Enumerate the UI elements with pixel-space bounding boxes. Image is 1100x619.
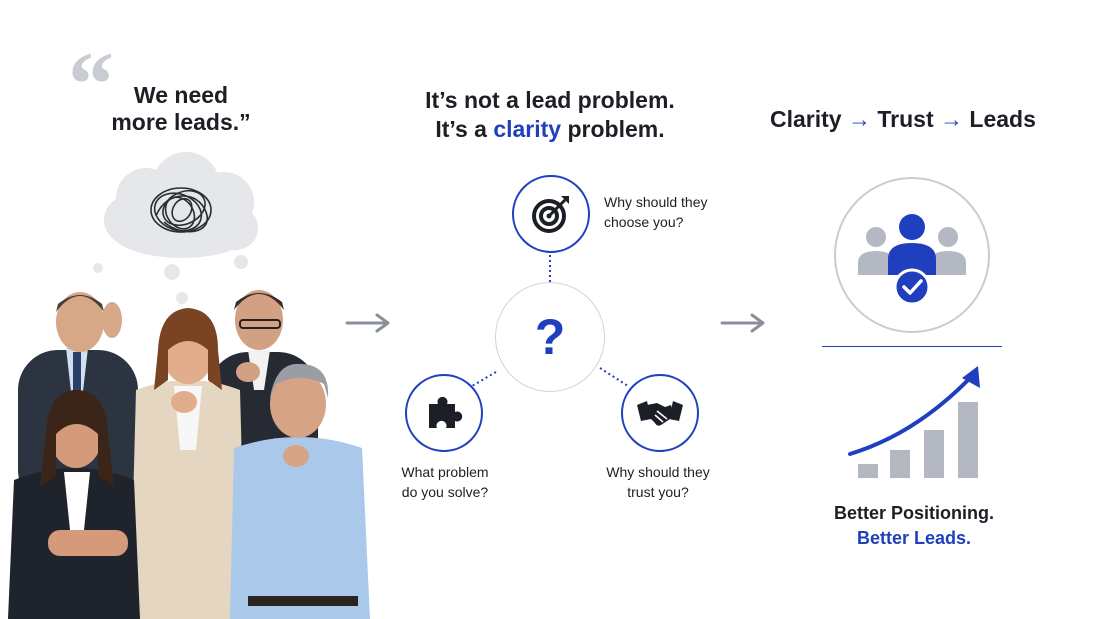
scribble-cloud-icon — [93, 152, 258, 304]
left-label-line-2: do you solve? — [401, 484, 489, 500]
team-check-icon — [858, 214, 966, 306]
middle-title-prefix: It’s a — [435, 116, 494, 142]
quote-line-1: We need — [133, 82, 229, 108]
title-word-trust: Trust — [877, 106, 934, 132]
puzzle-piece-icon — [429, 396, 463, 428]
title-arrow-icon: → — [847, 106, 871, 132]
bottom-tagline: Better Positioning. Better Leads. — [814, 501, 1014, 551]
flow-arrow-icon — [720, 313, 765, 333]
target-icon — [532, 196, 569, 233]
top-label-line-2: choose you? — [604, 214, 684, 230]
middle-title-suffix: problem. — [561, 116, 665, 142]
middle-title-line-1: It’s not a lead problem. — [425, 87, 675, 113]
left-node-label: What problem do you solve? — [395, 462, 495, 502]
title-word-leads: Leads — [969, 106, 1036, 132]
top-label-line-1: Why should they — [604, 194, 708, 210]
top-node-label: Why should they choose you? — [604, 192, 708, 232]
title-arrow-icon: → — [940, 106, 963, 132]
middle-title-line-2: It’s a clarity problem. — [388, 115, 712, 144]
tagline-line-2: Better Leads. — [856, 528, 972, 548]
target-node — [512, 175, 590, 253]
divider-line — [822, 346, 1002, 347]
middle-title-accent: clarity — [493, 116, 562, 142]
person-front-man — [230, 363, 370, 619]
middle-title: It’s not a lead problem. It’s a clarity … — [388, 86, 712, 144]
quote-text: We need more leads.” — [96, 82, 266, 136]
person-middle-woman — [130, 308, 246, 619]
handshake-node — [621, 374, 699, 452]
left-label-line-1: What problem — [401, 464, 489, 480]
team-circle — [834, 177, 990, 333]
right-label-line-1: Why should they — [606, 464, 710, 480]
question-mark-icon: ? — [534, 309, 566, 365]
team-people-illustration — [8, 290, 370, 619]
quote-line-2: more leads.” — [111, 109, 251, 135]
right-title: Clarity → Trust → Leads — [770, 106, 1036, 133]
title-word-clarity: Clarity — [770, 106, 842, 132]
tagline-line-1: Better Positioning. — [833, 503, 994, 523]
flow-arrow-icon — [345, 313, 390, 333]
right-node-label: Why should they trust you? — [598, 462, 718, 502]
person-front-woman — [8, 390, 140, 619]
puzzle-node — [405, 374, 483, 452]
right-label-line-2: trust you? — [627, 484, 689, 500]
handshake-icon — [637, 401, 683, 426]
connector-lines — [471, 250, 629, 387]
question-center-node: ? — [495, 282, 605, 392]
growth-chart-icon — [848, 366, 980, 478]
quote-mark-icon: “ — [68, 33, 114, 135]
